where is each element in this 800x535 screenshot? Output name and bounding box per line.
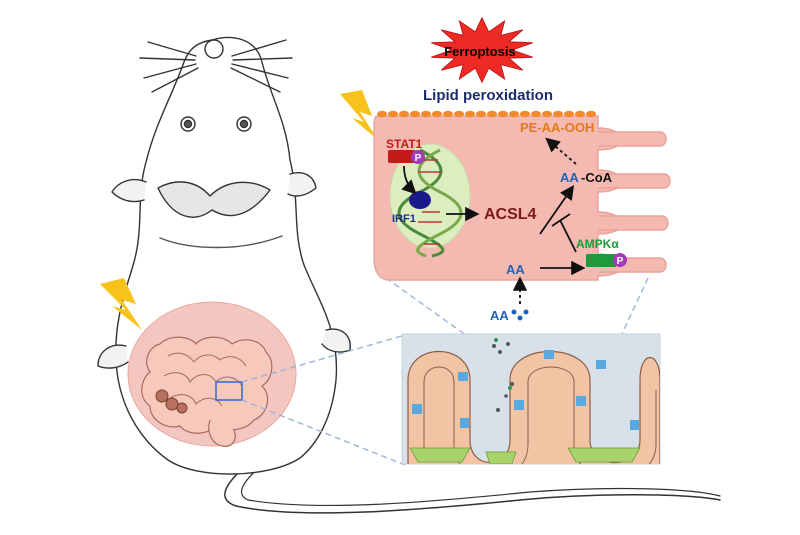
lipid-bead <box>443 110 453 118</box>
irf1-protein <box>409 191 431 209</box>
lipid-bead <box>487 110 497 118</box>
lipid-bead <box>564 110 574 118</box>
arrow-stat1-irf1 <box>401 165 417 195</box>
lipid-bead <box>498 110 508 118</box>
lipid-bead <box>553 110 563 118</box>
dna-helix-icon <box>397 148 463 258</box>
lipid-bead <box>410 110 420 118</box>
aa-outside: AA <box>490 308 529 323</box>
aa-coa-aa-label: AA <box>560 170 579 185</box>
stat1-protein <box>388 150 416 163</box>
lipid-bead <box>421 110 431 118</box>
lipid-bead <box>520 110 530 118</box>
phosphate-icon <box>613 253 627 267</box>
lipid-bead <box>542 110 552 118</box>
burst-shape <box>431 16 533 84</box>
lipid-bead <box>531 110 541 118</box>
enterocyte-cell: P P STAT1 IRF1 ACSL4 PE-AA-OOH AA -CoA A… <box>373 110 671 304</box>
lipid-bead <box>377 110 387 118</box>
irf1-label: IRF1 <box>392 213 416 225</box>
lipid-bead <box>465 110 475 118</box>
lipid-bead <box>388 110 398 118</box>
inhibition-bar-icon <box>551 213 571 227</box>
lipid-bead <box>509 110 519 118</box>
aa-coa-coa-label: -CoA <box>581 170 613 185</box>
stat1-phospho-label: P <box>415 153 422 164</box>
lightning-bolt-icon <box>100 278 142 330</box>
pathway-arrows <box>401 137 586 304</box>
ferroptosis-burst: Ferroptosis <box>431 16 533 84</box>
acsl4-label: ACSL4 <box>484 206 537 223</box>
lipid-bead <box>575 110 585 118</box>
ferroptosis-label: Ferroptosis <box>444 44 516 59</box>
microvilli <box>598 131 671 273</box>
aa-mid-label: AA <box>506 262 525 277</box>
stat1-label: STAT1 <box>386 137 423 151</box>
villus-panel <box>401 333 661 465</box>
lightning-bolt-icon <box>340 90 378 140</box>
zoom-box <box>215 381 243 401</box>
abdomen-intestine <box>127 301 297 447</box>
pe-aa-ooh-label: PE-AA-OOH <box>520 120 594 135</box>
lipid-peroxidation-title: Lipid peroxidation <box>423 87 553 104</box>
lipid-beads <box>377 110 596 118</box>
nucleus <box>389 143 471 249</box>
zoom-lines <box>241 277 649 466</box>
inhibition-line <box>559 219 577 253</box>
lipid-bead <box>586 110 596 118</box>
lipid-bead <box>399 110 409 118</box>
ampk-protein <box>586 254 616 267</box>
ampk-phospho-label: P <box>617 256 624 267</box>
arrow-aa-aacoa <box>539 185 575 235</box>
arrow-aacoa-peaaooh <box>545 137 577 165</box>
lipid-bead <box>476 110 486 118</box>
ampk-label: AMPKα <box>576 237 619 251</box>
aa-outside-label: AA <box>490 308 509 323</box>
phosphate-icon <box>411 150 425 164</box>
lipid-bead <box>432 110 442 118</box>
lipid-bead <box>454 110 464 118</box>
